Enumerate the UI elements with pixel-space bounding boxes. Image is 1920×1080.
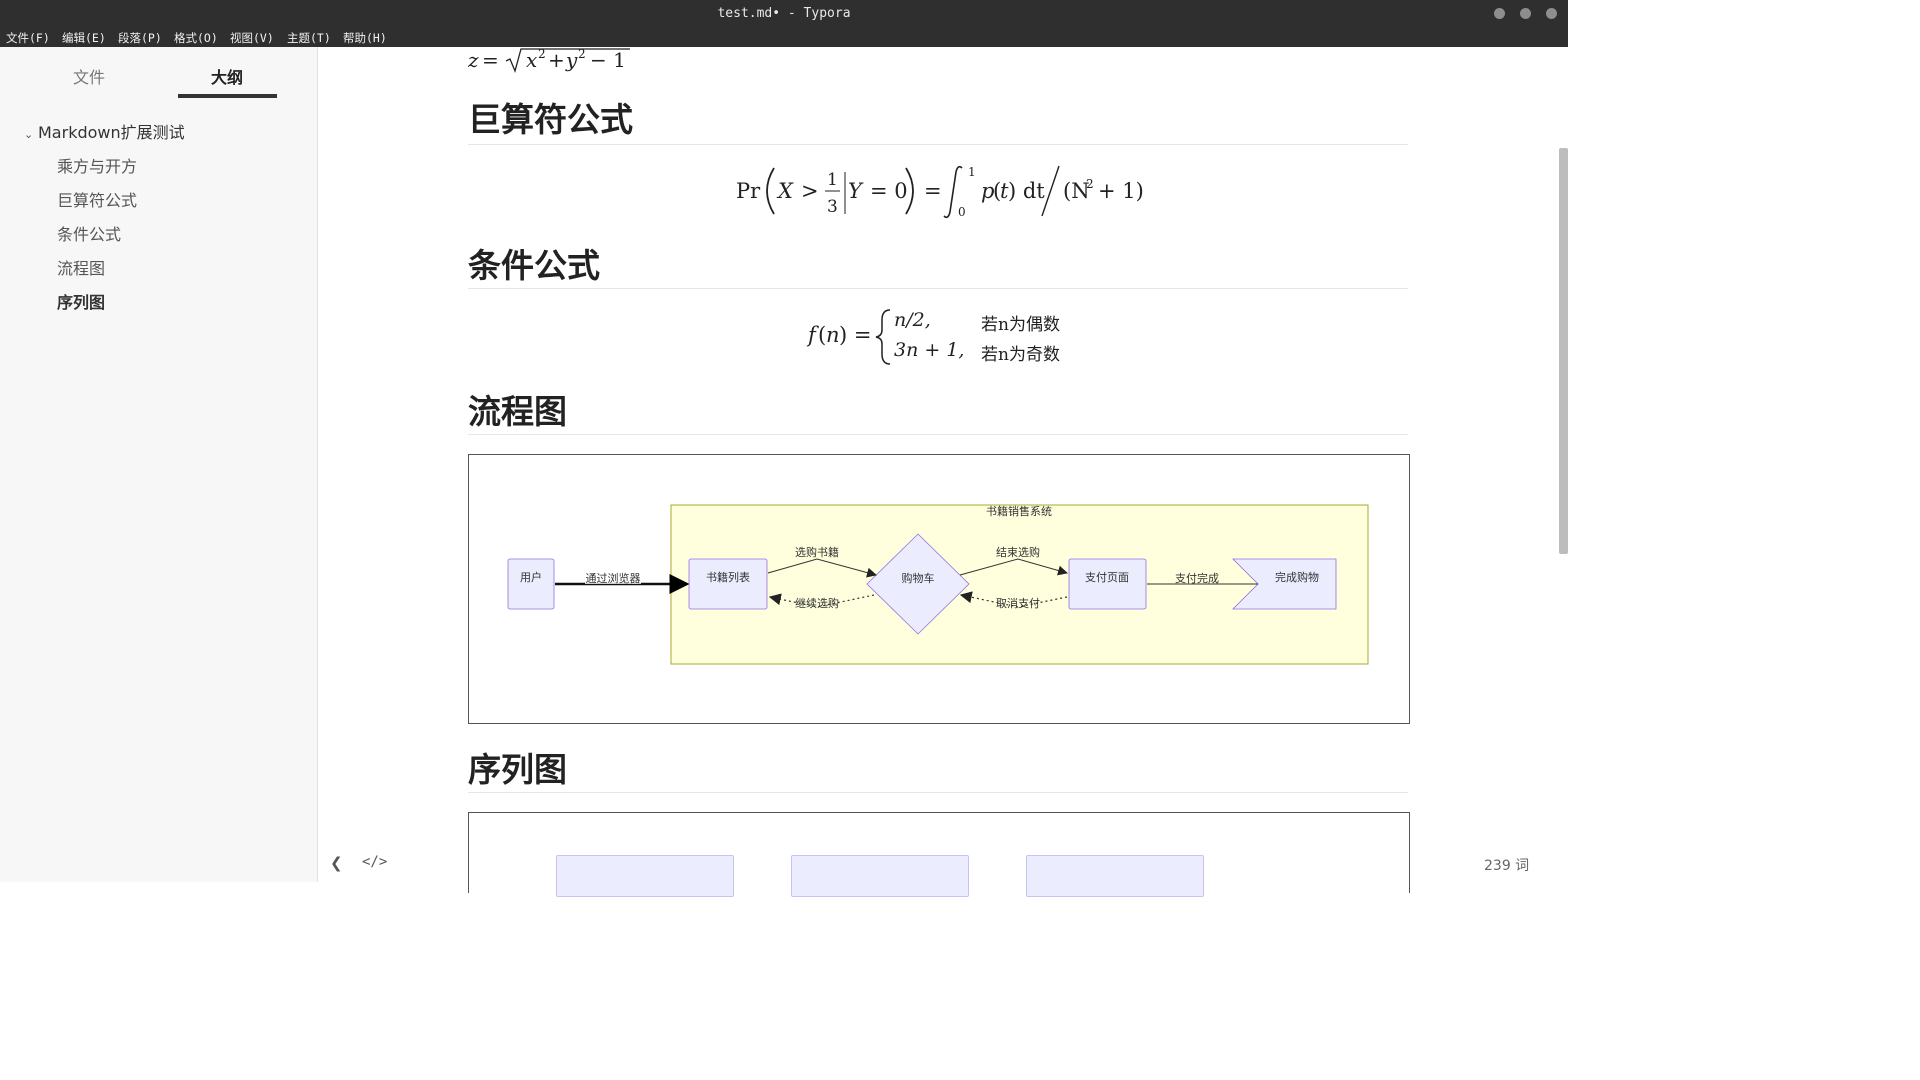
- sequence-actor-box: [791, 855, 969, 897]
- edge-cancel-pay-label: 取消支付: [996, 596, 1040, 610]
- edge-finish-select-label: 结束选购: [996, 545, 1040, 559]
- sidebar: 文件 大纲 ⌄ Markdown扩展测试 乘方与开方 巨算符公式 条件公式 流程图…: [0, 47, 318, 882]
- heading-cases: 条件公式: [468, 246, 600, 285]
- node-cart: [866, 533, 970, 635]
- chevron-down-icon[interactable]: ⌄: [24, 128, 34, 141]
- menu-view[interactable]: 视图(V): [230, 31, 274, 45]
- svg-text:2: 2: [538, 47, 546, 61]
- svg-text:) =: ) =: [839, 323, 871, 347]
- edge-continue-label: 继续选购: [795, 596, 839, 610]
- svg-text:2: 2: [1086, 177, 1094, 191]
- edge-select-books-label: 选购书籍: [795, 545, 839, 559]
- svg-text:Y: Y: [848, 179, 864, 203]
- node-user-label: 用户: [520, 570, 542, 584]
- sequence-diagram: [468, 812, 1410, 897]
- heading-flowchart: 流程图: [468, 392, 567, 431]
- menu-format[interactable]: 格式(O): [174, 31, 218, 45]
- outline-item-big-operator[interactable]: 巨算符公式: [57, 191, 138, 210]
- subgraph-title: 书籍销售系统: [986, 504, 1052, 518]
- minimize-button[interactable]: [1494, 8, 1505, 19]
- window-title: test.md• - Typora: [717, 6, 851, 21]
- edge-browser-label: 通过浏览器: [586, 571, 641, 585]
- svg-text:+ 1): + 1): [1098, 179, 1144, 203]
- edge-select-books: [767, 558, 877, 578]
- heading-rule: [468, 434, 1408, 435]
- menu-theme[interactable]: 主题(T): [287, 31, 331, 45]
- svg-text:x: x: [526, 48, 537, 72]
- title-bar: test.md• - Typora: [0, 0, 1568, 28]
- menu-edit[interactable]: 编辑(E): [62, 31, 106, 45]
- formula-cases: f ( n ) = n/2, 3n + 1, 若n为偶数 若n为奇数: [806, 306, 1076, 368]
- tab-files[interactable]: 文件: [73, 68, 106, 87]
- outline-item-power[interactable]: 乘方与开方: [57, 157, 138, 176]
- svg-text:t: t: [1000, 179, 1009, 203]
- node-cart-label: 购物车: [902, 571, 935, 585]
- close-button[interactable]: [1546, 8, 1557, 19]
- tab-outline[interactable]: 大纲: [211, 68, 244, 87]
- source-code-icon[interactable]: </>: [362, 854, 388, 870]
- svg-text:(: (: [993, 179, 1001, 203]
- svg-text:=: =: [924, 179, 942, 203]
- active-tab-indicator: [178, 94, 277, 98]
- formula-sqrt: z = x 2 + y 2 − 1: [467, 47, 630, 73]
- heading-big-operator: 巨算符公式: [468, 100, 633, 139]
- heading-sequence: 序列图: [468, 750, 567, 789]
- svg-text:) dt: ) dt: [1008, 179, 1045, 203]
- svg-text:(N: (N: [1063, 179, 1090, 203]
- outline-item-flowchart[interactable]: 流程图: [57, 259, 106, 278]
- sequence-actor-box: [556, 855, 734, 897]
- heading-rule: [468, 144, 1408, 145]
- svg-text:− 1: − 1: [590, 48, 626, 72]
- editor-scrollbar[interactable]: [1559, 148, 1568, 554]
- case-condition-odd: 若n为奇数: [981, 345, 1060, 365]
- svg-text:1: 1: [968, 165, 976, 179]
- outline-item-sequence[interactable]: 序列图: [57, 293, 106, 312]
- node-book-list-label: 书籍列表: [706, 570, 750, 584]
- outline-item-cases[interactable]: 条件公式: [57, 225, 122, 244]
- svg-text:n: n: [826, 323, 840, 347]
- edge-pay-complete-label: 支付完成: [1175, 571, 1219, 585]
- svg-text:z: z: [467, 48, 479, 72]
- outline-root-label: Markdown扩展测试: [38, 123, 185, 142]
- outline-root-item[interactable]: ⌄ Markdown扩展测试: [24, 119, 185, 143]
- maximize-button[interactable]: [1520, 8, 1531, 19]
- edge-finish-select: [959, 558, 1068, 576]
- svg-text:X: X: [776, 179, 794, 203]
- node-done: [1232, 558, 1337, 610]
- svg-text:1: 1: [827, 170, 838, 190]
- node-done-label: 完成购物: [1275, 570, 1319, 584]
- node-user: [507, 558, 555, 610]
- svg-text:+: +: [548, 48, 565, 72]
- menu-help[interactable]: 帮助(H): [343, 31, 387, 45]
- edge-cancel-pay: [959, 591, 1068, 608]
- edge-continue: [768, 593, 875, 608]
- svg-text:Pr: Pr: [736, 179, 761, 203]
- svg-text:2: 2: [578, 47, 586, 61]
- case-value-odd: 3n + 1,: [894, 339, 965, 361]
- node-book-list: [688, 558, 768, 610]
- node-payment-label: 支付页面: [1085, 571, 1129, 584]
- formula-big-operator: Pr X > 1 3 Y = 0 = 1 0 p ( t ) dt (N 2 +…: [736, 165, 1144, 219]
- word-count[interactable]: 239 词: [1484, 858, 1530, 874]
- node-payment: [1068, 558, 1147, 610]
- menu-bar: 文件(F) 编辑(E) 段落(P) 格式(O) 视图(V) 主题(T) 帮助(H…: [0, 28, 1568, 47]
- sequence-actor-box: [1026, 855, 1204, 897]
- svg-text:y: y: [565, 48, 578, 72]
- flowchart-diagram: 书籍销售系统 用户 书籍列表 购物车 支付页面 完成购物 通过浏览器 选购书籍 …: [468, 454, 1410, 724]
- svg-text:p: p: [981, 179, 994, 203]
- chevron-left-icon[interactable]: ❮: [330, 854, 343, 872]
- svg-text:(: (: [818, 323, 826, 347]
- menu-paragraph[interactable]: 段落(P): [118, 31, 162, 45]
- case-value-even: n/2,: [894, 309, 931, 331]
- svg-text:0: 0: [958, 205, 966, 219]
- heading-rule: [468, 288, 1408, 289]
- svg-text:>: >: [801, 179, 819, 203]
- svg-text:f: f: [806, 323, 819, 347]
- svg-text:=: =: [482, 48, 499, 72]
- svg-text:= 0: = 0: [870, 179, 908, 203]
- svg-text:3: 3: [827, 197, 838, 217]
- menu-file[interactable]: 文件(F): [6, 31, 50, 45]
- heading-rule: [468, 792, 1408, 793]
- case-condition-even: 若n为偶数: [981, 315, 1060, 335]
